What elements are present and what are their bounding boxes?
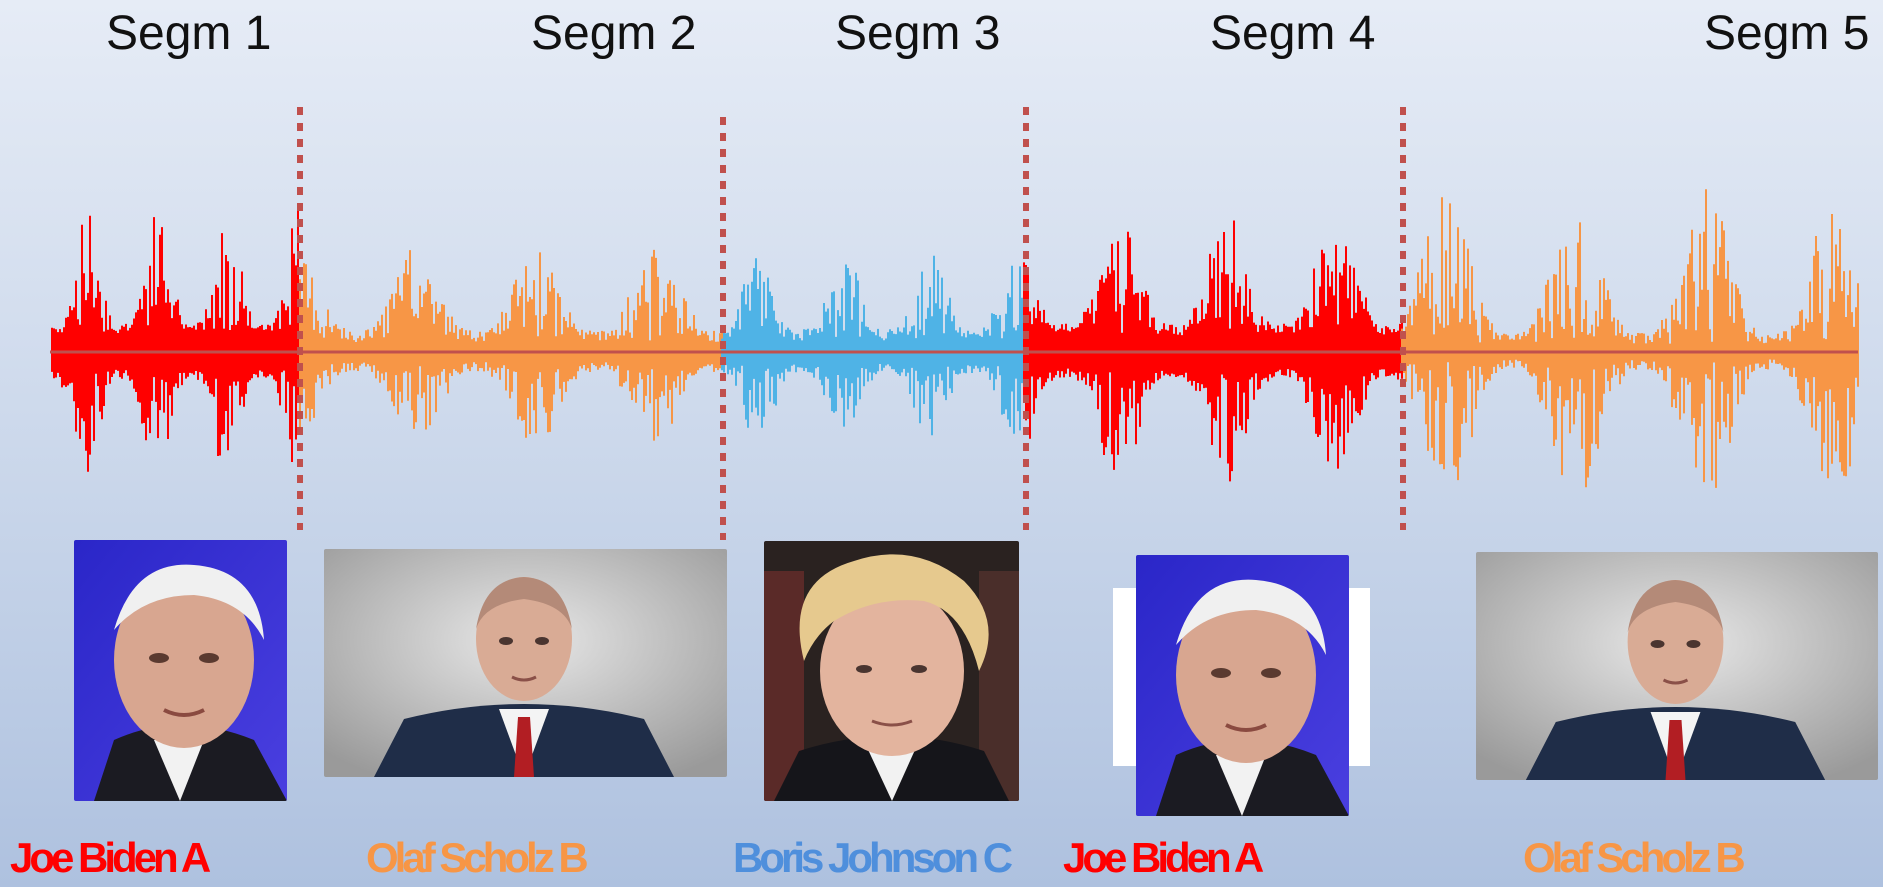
speaker-label-5: Olaf Scholz B (1523, 834, 1746, 881)
waveform-path (1401, 189, 1859, 488)
waveform-segment-1 (51, 207, 299, 472)
waveform-path (721, 255, 1025, 436)
segment-3-title: Segm 3 (835, 7, 1001, 60)
olaf-scholz-photo (1476, 552, 1878, 780)
segment-4-title: Segm 4 (1210, 7, 1376, 60)
boris-johnson-photo (764, 541, 1019, 801)
speaker-label-3: Boris Johnson C (733, 834, 1013, 881)
waveform-segment-3 (721, 255, 1025, 436)
speaker-label-1: Joe Biden A (10, 834, 211, 881)
segment-5-title: Segm 5 (1704, 7, 1870, 60)
olaf-scholz-photo (324, 549, 727, 777)
speaker-label-4: Joe Biden A (1063, 834, 1264, 881)
joe-biden-photo (1136, 555, 1349, 816)
waveform-segment-2 (299, 249, 723, 441)
segment-1-title: Segm 1 (106, 7, 272, 60)
waveform-path (299, 249, 723, 441)
speaker-label-2: Olaf Scholz B (366, 834, 589, 881)
waveform-segment-5 (1401, 189, 1859, 488)
segment-2-title: Segm 2 (531, 7, 697, 60)
joe-biden-photo (74, 540, 287, 801)
waveform-path (51, 207, 299, 472)
